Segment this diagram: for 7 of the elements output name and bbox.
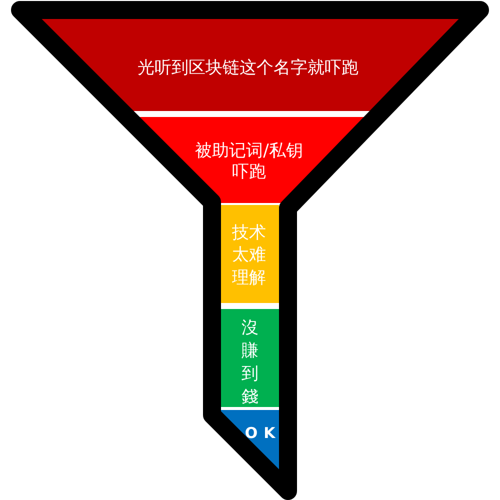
band-label: 沒賺到錢 xyxy=(241,316,259,408)
funnel-band xyxy=(221,309,279,407)
band-label: OK xyxy=(244,424,282,442)
band-label: 光听到区块链这个名字就吓跑 xyxy=(138,57,358,79)
band-label: 技术太难理解 xyxy=(231,222,267,290)
funnel-band xyxy=(221,205,279,303)
band-label: 被助记词/私钥吓跑 xyxy=(194,140,304,182)
